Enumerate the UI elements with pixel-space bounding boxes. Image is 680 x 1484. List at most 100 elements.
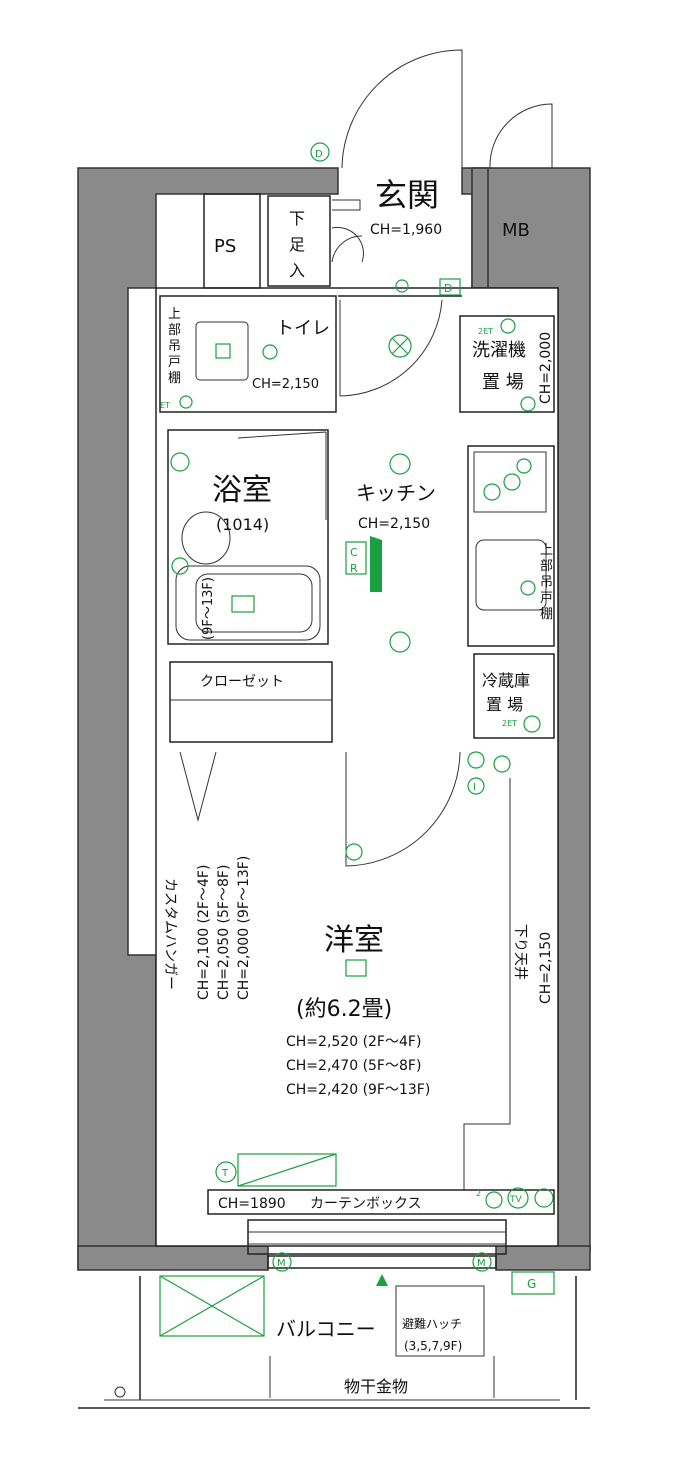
hanger-ch-2: CH=2,050 (5F〜8F) <box>216 865 232 1000</box>
entrance-light-icon <box>388 334 412 358</box>
shoe-box <box>267 195 331 287</box>
bath-fan-icon <box>171 557 189 575</box>
burner-1-icon <box>483 483 501 501</box>
bath-label: 浴室 <box>212 473 272 508</box>
cr-c: C <box>350 546 358 559</box>
cr-r: R <box>350 562 358 575</box>
washer-label-1: 洗濯機 <box>472 340 526 361</box>
toilet-shelf-4: 戸 <box>168 355 181 370</box>
sink-outlet-icon <box>520 580 536 596</box>
fridge-label-2: 置 場 <box>486 695 523 714</box>
kitchen-shelf-1: 上 <box>540 543 553 558</box>
shoe-box-char-1: 下 <box>289 209 305 228</box>
room-door-swing <box>345 751 461 867</box>
wall-bottom-right <box>495 1245 591 1271</box>
toilet-panel-icon <box>215 343 231 359</box>
toilet-ch: CH=2,150 <box>252 377 319 392</box>
wall-left <box>77 167 339 1270</box>
closet <box>169 661 333 743</box>
balcony-outline <box>139 1276 577 1400</box>
window-frame <box>247 1219 507 1255</box>
toilet-shelf-1: 上 <box>168 307 181 322</box>
hanger-wedge <box>179 751 217 822</box>
curtain-outlet-icon <box>485 1191 503 1209</box>
stove <box>473 451 547 513</box>
shoe-box-door <box>331 199 364 263</box>
fridge-two-et: 2ET <box>502 719 517 728</box>
mb-label: MB <box>502 220 530 241</box>
room-intercom-icon <box>467 777 485 795</box>
bath-tub-inner <box>195 573 313 633</box>
custom-hanger-label: カスタムハンガー <box>162 878 178 990</box>
bath-size: (1014) <box>216 515 269 534</box>
room-ch-3: CH=2,420 (9F〜13F) <box>286 1082 430 1098</box>
d-symbol-top <box>310 142 330 162</box>
kitchen-shelf-3: 吊 <box>540 575 553 590</box>
room-intercom-i: I <box>473 782 476 793</box>
sensor-m-left: M <box>277 1258 286 1269</box>
curtain-box <box>207 1189 555 1215</box>
kitchen-shelf-5: 棚 <box>540 607 553 622</box>
bath-drain-icon <box>231 595 255 613</box>
sensor-m-left-icon <box>272 1252 292 1272</box>
washer-two-et: 2ET <box>478 327 493 336</box>
room-ch-1: CH=2,520 (2F〜4F) <box>286 1034 421 1050</box>
balcony-label: バルコニー <box>276 1317 376 1341</box>
bath-floor-note: (9F〜13F) <box>201 577 216 640</box>
bath-basin <box>181 511 231 565</box>
toilet-outlet-icon <box>179 395 193 409</box>
toilet-shelf-5: 棚 <box>168 371 181 386</box>
room-aircon <box>237 1153 337 1187</box>
ps-label: PS <box>214 236 236 257</box>
mb-door-swing <box>489 103 553 169</box>
shoe-box-char-3: 入 <box>289 261 305 280</box>
washer-outlet-icon <box>500 318 516 334</box>
room-outlet-icon-1 <box>467 751 485 769</box>
hanger-ch-3: CH=2,000 (9F〜13F) <box>236 856 252 1000</box>
washer-ch: CH=2,000 <box>538 332 554 404</box>
washer-label-2: 置 場 <box>482 372 524 393</box>
bath-room <box>167 429 329 645</box>
shoe-box-char-2: 足 <box>289 235 305 254</box>
hatch-box <box>395 1285 485 1357</box>
gas-meter-label: G <box>527 1277 536 1291</box>
kitchen-ch: CH=2,150 <box>358 516 430 532</box>
burner-3-icon <box>516 458 532 474</box>
room-light-icon <box>345 959 367 977</box>
ps-room <box>203 193 261 289</box>
lowered-ceiling-label: 下り天井 <box>512 924 528 980</box>
tv-label: TV <box>509 1195 522 1205</box>
lowered-ceiling-ch: CH=2,150 <box>538 932 554 1004</box>
fridge-space <box>473 653 555 739</box>
sash <box>267 1255 497 1269</box>
toilet-label: トイレ <box>276 318 330 339</box>
sink <box>475 539 547 611</box>
drying-hardware-label: 物干金物 <box>344 1377 408 1396</box>
antenna-icon <box>534 1188 554 1208</box>
wall-mb-divider <box>471 167 489 289</box>
balcony-unit-x2 <box>159 1275 265 1337</box>
kitchen-light-icon-2 <box>389 631 411 653</box>
d-symbol-right-text: D <box>444 282 452 295</box>
room-label: 洋室 <box>324 923 384 958</box>
fridge-label-1: 冷蔵庫 <box>482 671 530 690</box>
entrance-door-swing <box>341 49 463 169</box>
toilet-et: ET <box>160 401 170 410</box>
fridge-outlet-icon <box>523 715 541 733</box>
entrance-ch: CH=1,960 <box>370 222 442 238</box>
toilet-door-swing <box>339 299 443 397</box>
toilet-tank <box>195 321 249 381</box>
sensor-m-right-icon <box>472 1252 492 1272</box>
tv-outlet-icon <box>507 1187 529 1209</box>
entrance-light-x2 <box>391 337 409 355</box>
lowered-ceiling-line <box>463 778 511 1190</box>
kitchen-light-icon <box>389 453 411 475</box>
toilet-light-icon <box>262 344 278 360</box>
kitchen-shelf-2: 部 <box>540 559 553 574</box>
room-aircon-diag <box>237 1153 337 1187</box>
balcony-unit <box>159 1275 265 1337</box>
curtain-label: カーテンボックス <box>310 1196 422 1212</box>
wall-bottom <box>77 1245 269 1271</box>
room-door-switch-icon <box>345 843 363 861</box>
closet-label: クローゼット <box>200 674 284 690</box>
